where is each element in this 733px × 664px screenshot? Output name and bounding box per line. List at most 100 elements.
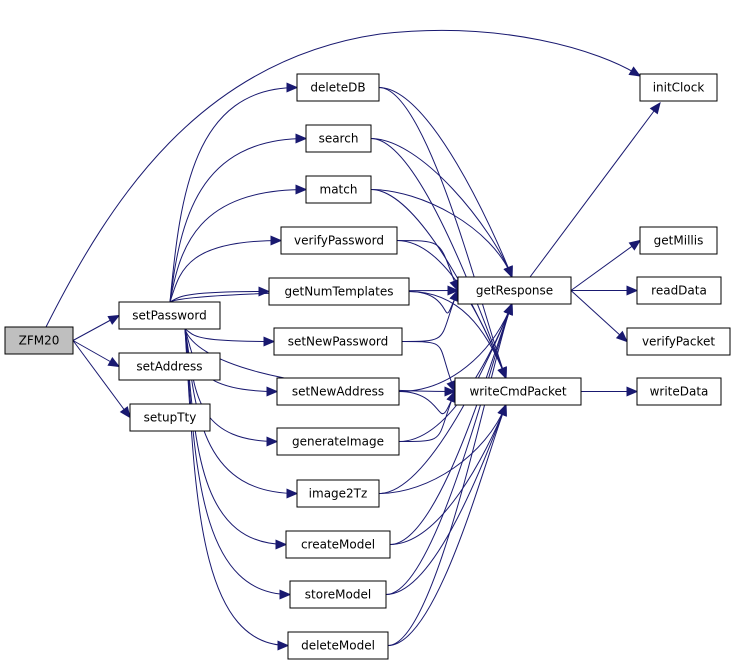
node-setupTty[interactable]: setupTty [129, 403, 211, 432]
edge-line [184, 328, 291, 595]
node-label: readData [651, 284, 707, 298]
node-deleteModel[interactable]: deleteModel [287, 631, 389, 660]
edge-setPassword-to-deleteDB [169, 82, 299, 303]
node-box[interactable] [273, 327, 403, 356]
node-box[interactable] [305, 124, 372, 153]
edge-setPassword-to-match [169, 184, 308, 303]
edge-line [385, 303, 513, 595]
node-label: verifyPacket [642, 335, 715, 349]
node-setNewAddress[interactable]: setNewAddress [276, 377, 400, 406]
node-box[interactable] [118, 301, 221, 330]
node-box[interactable] [268, 277, 410, 306]
node-label: setAddress [136, 360, 202, 374]
edge-setPassword-to-search [169, 133, 308, 303]
node-label: setNewAddress [292, 385, 384, 399]
arrowhead-icon [107, 357, 121, 368]
arrowhead-icon [295, 133, 308, 144]
node-writeData[interactable]: writeData [636, 377, 722, 406]
node-createModel[interactable]: createModel [285, 530, 391, 559]
node-box[interactable] [118, 352, 221, 381]
node-label: setPassword [132, 309, 206, 323]
node-initClock[interactable]: initClock [639, 73, 718, 102]
node-box[interactable] [305, 175, 372, 204]
edge-line [378, 303, 513, 494]
node-box[interactable] [296, 73, 380, 102]
node-box[interactable] [276, 377, 400, 406]
arrowhead-icon [270, 235, 283, 246]
node-image2Tz[interactable]: image2Tz [296, 479, 380, 508]
edge-line [169, 240, 282, 303]
edge-writeCmdPacket-to-writeData [581, 386, 639, 397]
arrowhead-icon [628, 239, 642, 251]
edge-getNumTemplates-to-writeCmdPacket [408, 291, 507, 380]
node-box[interactable] [296, 479, 380, 508]
node-getNumTemplates[interactable]: getNumTemplates [268, 277, 410, 306]
node-box[interactable] [457, 276, 572, 305]
node-search[interactable]: search [305, 124, 372, 153]
node-box[interactable] [639, 226, 718, 255]
node-label: writeCmdPacket [469, 385, 566, 399]
node-readData[interactable]: readData [636, 276, 722, 305]
edge-line [169, 87, 298, 303]
node-box[interactable] [639, 73, 718, 102]
node-zfm20[interactable]: ZFM20 [4, 326, 74, 355]
node-getMillis[interactable]: getMillis [639, 226, 718, 255]
node-box[interactable] [287, 631, 389, 660]
node-box[interactable] [626, 327, 731, 356]
node-verifyPacket[interactable]: verifyPacket [626, 327, 731, 356]
node-box[interactable] [276, 427, 400, 456]
node-box[interactable] [280, 226, 398, 255]
node-label: ZFM20 [19, 334, 60, 348]
node-getResponse[interactable]: getResponse [457, 276, 572, 305]
node-deleteDB[interactable]: deleteDB [296, 73, 380, 102]
arrowhead-icon [266, 436, 279, 447]
node-setPassword[interactable]: setPassword [118, 301, 221, 330]
node-match[interactable]: match [305, 175, 372, 204]
node-writeCmdPacket[interactable]: writeCmdPacket [454, 377, 582, 406]
edge-setNewPassword-to-writeCmdPacket [401, 341, 456, 393]
edge-zfm20-to-setAddress [72, 340, 121, 368]
edge-setPassword-to-deleteModel [184, 328, 290, 651]
edge-line [169, 189, 307, 303]
arrowhead-icon [263, 336, 276, 347]
node-storeModel[interactable]: storeModel [289, 580, 387, 609]
arrowhead-icon [286, 82, 299, 93]
edge-deleteModel-to-getResponse [387, 302, 513, 646]
node-label: writeData [650, 385, 709, 399]
node-box[interactable] [129, 403, 211, 432]
arrowhead-icon [497, 366, 507, 380]
node-label: storeModel [305, 588, 371, 602]
node-box[interactable] [285, 530, 391, 559]
node-verifyPassword[interactable]: verifyPassword [280, 226, 398, 255]
node-box[interactable] [289, 580, 387, 609]
edge-deleteModel-to-writeCmdPacket [387, 403, 507, 646]
edge-line [72, 340, 131, 418]
edge-line [401, 290, 459, 342]
edge-getResponse-to-readData [571, 285, 639, 296]
node-box[interactable] [636, 377, 722, 406]
arrowhead-icon [258, 286, 271, 297]
node-label: match [320, 183, 358, 197]
edge-line [570, 290, 628, 342]
edge-line [169, 291, 270, 303]
node-label: deleteModel [301, 639, 375, 653]
node-setAddress[interactable]: setAddress [118, 352, 221, 381]
node-label: deleteDB [310, 81, 365, 95]
edge-line [401, 341, 456, 392]
edge-setPassword-to-storeModel [184, 328, 292, 600]
node-box[interactable] [454, 377, 582, 406]
node-setNewPassword[interactable]: setNewPassword [273, 327, 403, 356]
node-generateImage[interactable]: generateImage [276, 427, 400, 456]
edge-getResponse-to-initClock [529, 101, 661, 278]
edge-getResponse-to-getMillis [570, 239, 642, 291]
edge-line [184, 328, 275, 342]
edge-line [389, 303, 513, 545]
arrowhead-icon [615, 330, 628, 343]
node-box[interactable] [4, 326, 74, 355]
arrowhead-icon [503, 302, 513, 316]
edges-layer [45, 29, 661, 651]
node-label: setNewPassword [288, 335, 389, 349]
node-box[interactable] [636, 276, 722, 305]
edge-getResponse-to-verifyPacket [570, 290, 628, 343]
